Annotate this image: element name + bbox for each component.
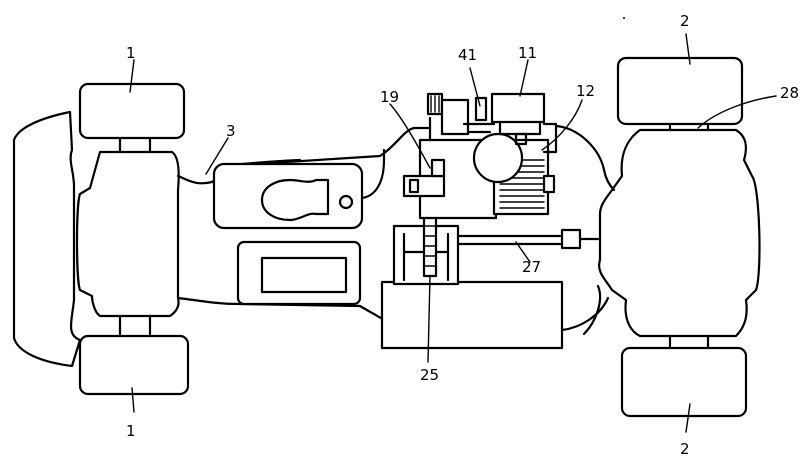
leader-11 <box>520 60 528 96</box>
label-rear-wheel-top: 2 <box>680 12 690 30</box>
label-throttle: 41 <box>458 46 477 64</box>
engine-mount-left <box>414 118 430 140</box>
engine-side-cover <box>544 176 554 192</box>
cylinder-head <box>474 134 522 182</box>
label-engine-top: 11 <box>518 44 537 62</box>
label-front-wheel-top: 1 <box>126 44 136 62</box>
label-rear-axle: 28 <box>780 84 799 102</box>
front-axle-stub-bottom <box>120 316 150 334</box>
fuel-tank <box>214 164 362 228</box>
front-wheel-top <box>80 84 184 138</box>
label-frame: 3 <box>226 122 236 140</box>
frame-to-rear-bottom <box>584 286 600 334</box>
front-axle-housing <box>77 152 179 316</box>
rear-wheel-top <box>618 58 742 124</box>
air-cleaner-neck <box>500 122 540 134</box>
speck <box>623 17 625 19</box>
label-chain-sprocket: 25 <box>420 366 439 384</box>
leader-19 <box>390 104 430 168</box>
front-axle-stub-top <box>120 138 150 152</box>
label-clutch: 19 <box>380 88 399 106</box>
label-front-wheel-bottom: 1 <box>126 422 136 440</box>
air-cleaner <box>492 94 544 122</box>
front-wheel-bottom <box>80 336 188 394</box>
label-engine-cylinder: 12 <box>576 82 595 100</box>
battery <box>238 242 360 304</box>
throttle-lever <box>476 98 486 120</box>
universal-joint <box>562 230 580 248</box>
transmission-box <box>382 282 562 348</box>
label-rear-wheel-bottom: 2 <box>680 440 690 458</box>
rear-axle-housing <box>599 130 759 336</box>
rear-axle-stub-bottom <box>670 336 708 348</box>
front-bumper <box>14 112 80 366</box>
carburetor <box>442 100 468 134</box>
frame-to-rear-top <box>556 126 614 190</box>
label-drive-shaft: 27 <box>522 258 541 276</box>
clutch-lever <box>432 160 444 176</box>
rear-wheel-bottom <box>622 348 746 416</box>
transmission-link <box>562 298 608 330</box>
